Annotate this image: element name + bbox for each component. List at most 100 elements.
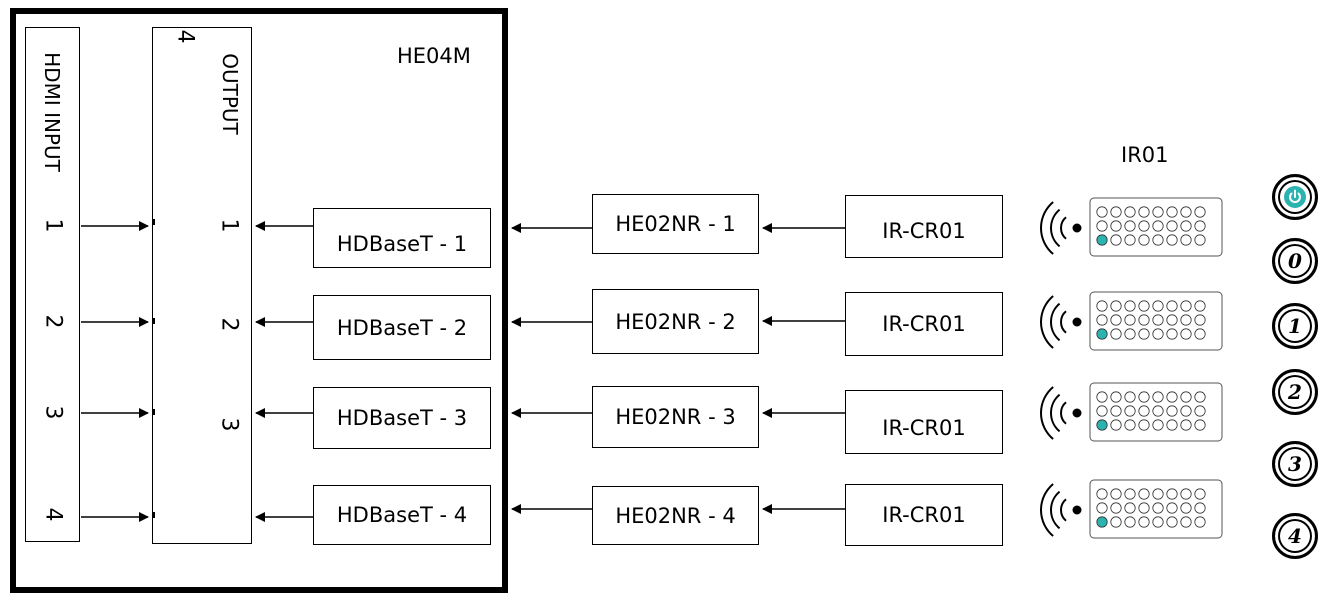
remote-key	[1166, 502, 1178, 514]
remote-key	[1124, 419, 1136, 431]
remote-control	[1089, 197, 1223, 257]
remote-key	[1194, 405, 1206, 417]
remote-button-1[interactable]: 1	[1272, 303, 1318, 349]
hdbaset-box-3: HDBaseT - 3	[313, 387, 491, 449]
signal-wave	[1060, 216, 1067, 240]
receiver-arrows	[511, 223, 592, 514]
output-column	[152, 27, 252, 544]
remote-key	[1124, 488, 1136, 500]
signal-dot	[1072, 317, 1082, 327]
remote-key	[1124, 314, 1136, 326]
remote-key	[1166, 516, 1178, 528]
signal-dot	[1072, 408, 1082, 418]
remote-key	[1138, 328, 1150, 340]
remote-key	[1194, 488, 1206, 500]
remote-key	[1110, 314, 1122, 326]
remote-key	[1138, 405, 1150, 417]
receiver-box-3: HE02NR - 3	[592, 386, 759, 448]
remote-key	[1138, 300, 1150, 312]
remote-key	[1152, 234, 1164, 246]
remote-key	[1194, 516, 1206, 528]
tick-marks	[153, 219, 155, 518]
remote-key	[1124, 300, 1136, 312]
remote-key	[1110, 234, 1122, 246]
remote-key	[1194, 419, 1206, 431]
remote-key	[1110, 391, 1122, 403]
remote-key	[1138, 234, 1150, 246]
remote-key	[1152, 328, 1164, 340]
remote-key	[1152, 419, 1164, 431]
remote-key	[1180, 488, 1192, 500]
remote-controls	[1089, 197, 1223, 539]
receiver-box-1: HE02NR - 1	[592, 194, 759, 254]
remote-key	[1194, 328, 1206, 340]
remote-key	[1124, 502, 1136, 514]
signal-wave	[1060, 498, 1067, 522]
signal-wave	[1040, 295, 1054, 349]
remote-key	[1110, 300, 1122, 312]
remote-key	[1152, 206, 1164, 218]
remote-key	[1124, 206, 1136, 218]
remote-key	[1152, 516, 1164, 528]
remote-key	[1096, 328, 1108, 340]
remote-key	[1110, 405, 1122, 417]
hdbaset-box-2: HDBaseT - 2	[313, 295, 491, 360]
remote-key	[1166, 419, 1178, 431]
remote-key	[1152, 300, 1164, 312]
remote-key	[1166, 314, 1178, 326]
ir-arrows	[762, 223, 845, 514]
remote-key	[1138, 502, 1150, 514]
signal-wave	[1050, 208, 1061, 248]
remote-key	[1124, 328, 1136, 340]
remote-key	[1194, 220, 1206, 232]
remote-control	[1089, 382, 1223, 442]
signal-wave	[1040, 386, 1054, 440]
remote-key	[1096, 405, 1108, 417]
remote-button-2[interactable]: 2	[1272, 369, 1318, 415]
signal-wave	[1050, 490, 1061, 530]
remote-key	[1138, 314, 1150, 326]
remote-key	[1180, 516, 1192, 528]
remote-key	[1180, 220, 1192, 232]
ir-receiver-box-2: IR-CR01	[845, 292, 1003, 356]
remote-key	[1138, 220, 1150, 232]
remote-key	[1096, 234, 1108, 246]
remote-button-3[interactable]: 3	[1272, 441, 1318, 487]
remote-key	[1152, 502, 1164, 514]
remote-key	[1096, 488, 1108, 500]
remote-control	[1089, 291, 1223, 351]
remote-key	[1166, 391, 1178, 403]
hdbaset-arrows	[255, 221, 313, 522]
remote-key	[1194, 314, 1206, 326]
signal-wave	[1050, 302, 1061, 342]
remote-key	[1180, 300, 1192, 312]
remote-key	[1110, 220, 1122, 232]
remote-key	[1110, 328, 1122, 340]
remote-key	[1124, 405, 1136, 417]
receiver-box-2: HE02NR - 2	[592, 289, 759, 354]
remote-button-4[interactable]: 4	[1272, 513, 1318, 559]
remote-control	[1089, 479, 1223, 539]
remote-key	[1096, 516, 1108, 528]
remote-key	[1180, 206, 1192, 218]
remote-key	[1166, 328, 1178, 340]
remote-key	[1194, 391, 1206, 403]
remote-key	[1096, 391, 1108, 403]
remote-key	[1166, 234, 1178, 246]
remote-key	[1152, 391, 1164, 403]
remote-key	[1180, 419, 1192, 431]
ir-signal-waves	[1040, 201, 1082, 537]
remote-key	[1194, 234, 1206, 246]
remote-button-0[interactable]: 0	[1272, 238, 1318, 284]
remote-key	[1152, 220, 1164, 232]
remote-key	[1194, 502, 1206, 514]
remote-key	[1110, 206, 1122, 218]
remote-key	[1096, 419, 1108, 431]
remote-key	[1166, 220, 1178, 232]
remote-key	[1096, 502, 1108, 514]
ir-receiver-box-3: IR-CR01	[845, 390, 1003, 454]
ir-receiver-box-1: IR-CR01	[845, 195, 1003, 258]
remote-key	[1110, 516, 1122, 528]
remote-power-button[interactable]	[1272, 174, 1318, 220]
remote-key	[1180, 314, 1192, 326]
